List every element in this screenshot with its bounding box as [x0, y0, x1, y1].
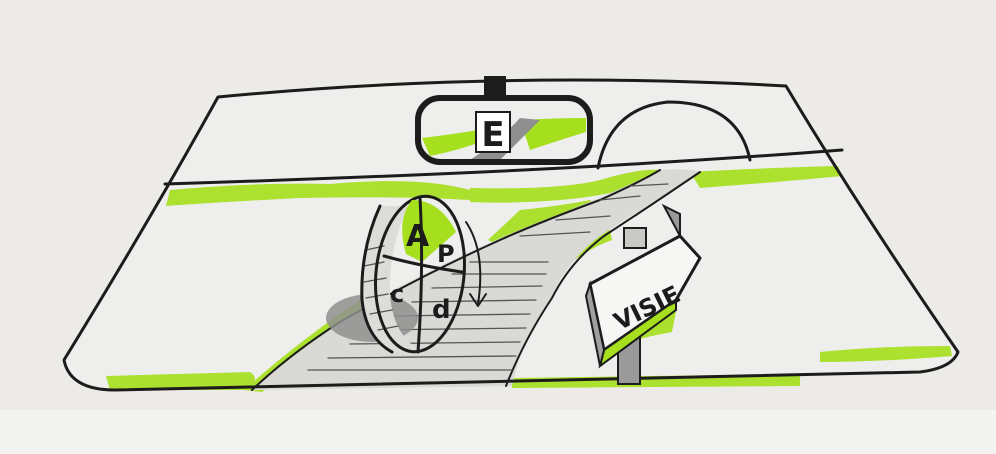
wheel-segment-c: c — [390, 280, 404, 308]
paper-bottom-margin — [0, 410, 996, 454]
wheel-segment-p: P — [437, 240, 455, 268]
mirror-letter: E — [481, 115, 504, 155]
wheel-segment-d: d — [432, 295, 451, 325]
wheel-segment-a: A — [406, 219, 430, 254]
